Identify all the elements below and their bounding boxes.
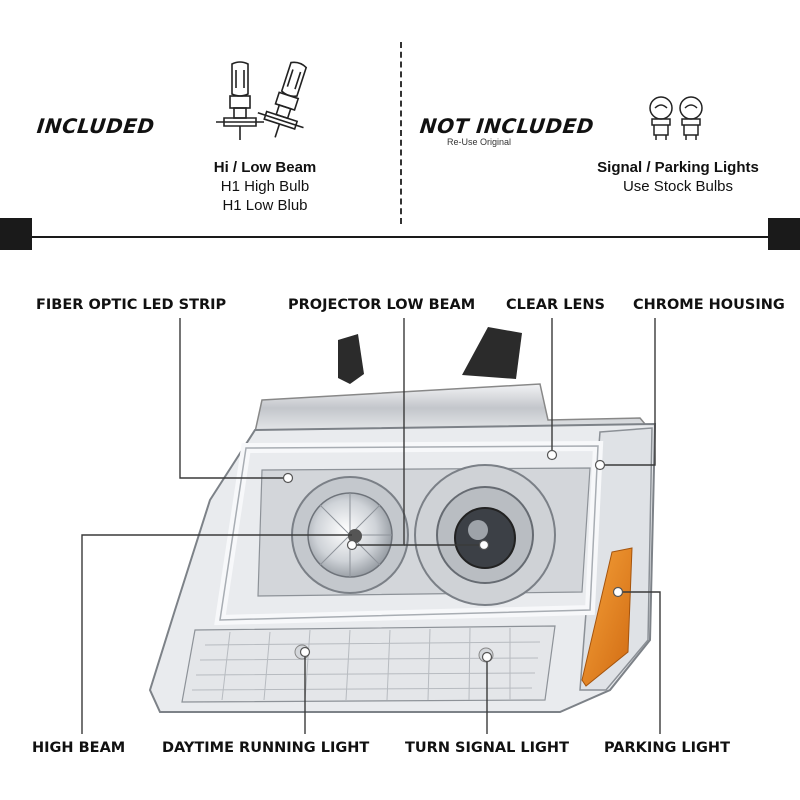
- included-caption-line1: H1 High Bulb: [220, 178, 310, 195]
- not-included-caption-line1: Use Stock Bulbs: [622, 178, 734, 195]
- section-divider: [400, 42, 402, 224]
- callout-projector: PROJECTOR LOW BEAM: [288, 297, 476, 313]
- callout-fiber-optic: FIBER OPTIC LED STRIP: [36, 297, 227, 313]
- signal-bulbs-icon: [644, 94, 710, 142]
- rule-cap-left: [0, 218, 32, 250]
- not-included-caption-title: Signal / Parking Lights: [597, 159, 759, 176]
- not-included-caption: Signal / Parking Lights Use Stock Bulbs: [578, 158, 778, 196]
- callout-clear-lens: CLEAR LENS: [506, 297, 605, 313]
- halogen-bulbs-icon: [210, 58, 320, 148]
- callout-drl: DAYTIME RUNNING LIGHT: [162, 740, 370, 756]
- callout-turn-signal: TURN SIGNAL LIGHT: [405, 740, 569, 756]
- rule-cap-right: [768, 218, 800, 250]
- included-caption-title: Hi / Low Beam: [213, 159, 317, 176]
- callout-chrome-housing: CHROME HOUSING: [633, 297, 785, 313]
- included-caption: Hi / Low Beam H1 High Bulb H1 Low Blub: [190, 158, 340, 215]
- horizontal-rule: [32, 236, 768, 238]
- callout-high-beam: HIGH BEAM: [32, 740, 126, 756]
- callout-parking: PARKING LIGHT: [604, 740, 730, 756]
- not-included-note: Re-Use Original: [447, 137, 512, 147]
- included-caption-line2: H1 Low Blub: [222, 197, 308, 214]
